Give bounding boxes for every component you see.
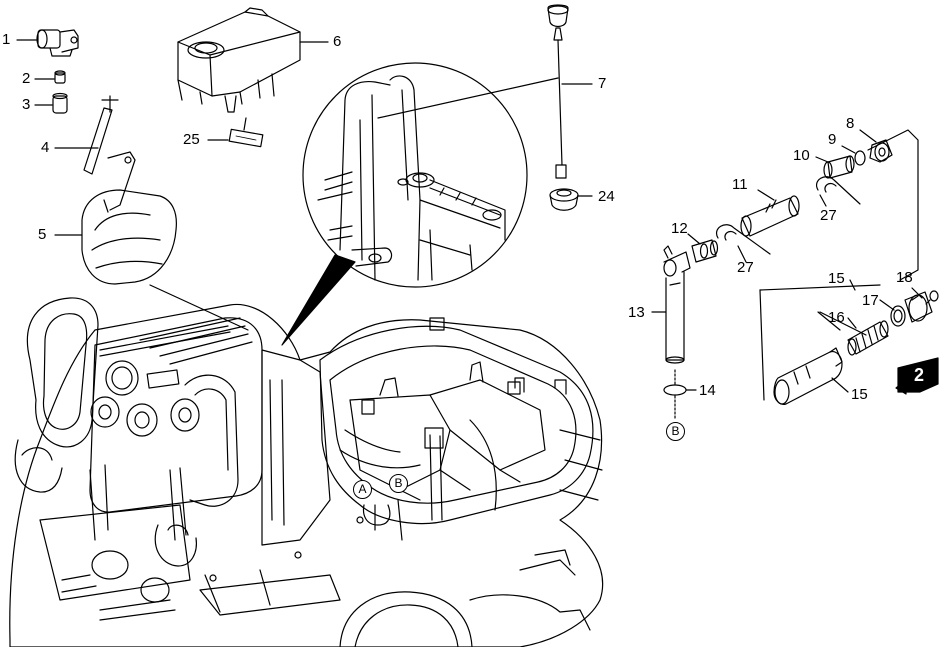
- leader-17: [879, 299, 895, 311]
- callout-9[interactable]: 9: [828, 131, 837, 148]
- leader-18: [911, 287, 923, 299]
- part-13-elbow-tube: [663, 245, 691, 364]
- callout-1[interactable]: 1: [2, 31, 11, 48]
- connection-marker-b-tube: B: [666, 422, 685, 441]
- detail-zoom-circle: [281, 62, 528, 346]
- part-15-filter-housing: [773, 347, 843, 405]
- callout-2[interactable]: 2: [22, 70, 31, 87]
- leader-27a: [819, 194, 827, 207]
- part-16-filter-element: [847, 320, 889, 356]
- part-5-hood-cover: [81, 189, 249, 331]
- part-4-lever: [83, 95, 136, 211]
- callout-27-upper[interactable]: 27: [820, 207, 837, 224]
- callout-15-top[interactable]: 15: [828, 270, 845, 287]
- connection-marker-a: A: [353, 480, 372, 499]
- leader-11: [757, 189, 775, 201]
- callout-16[interactable]: 16: [828, 309, 845, 326]
- callout-7[interactable]: 7: [598, 75, 607, 92]
- leader-8: [859, 129, 877, 143]
- callout-17[interactable]: 17: [862, 292, 879, 309]
- leader-27b: [737, 245, 747, 263]
- leader-15: [831, 279, 856, 393]
- leader-10: [815, 156, 829, 163]
- leader-7-inner: [377, 77, 559, 119]
- callout-11[interactable]: 11: [732, 176, 748, 193]
- leader-12: [687, 233, 701, 245]
- part-14-washer: [663, 369, 687, 421]
- callout-8[interactable]: 8: [846, 115, 855, 132]
- part-25-label: [228, 117, 264, 148]
- part-18-cap: [904, 290, 939, 323]
- leader-16: [847, 317, 857, 329]
- callout-13[interactable]: 13: [628, 304, 645, 321]
- part-7-dipstick: [377, 4, 569, 179]
- part-6-tank-lid: [177, 7, 301, 113]
- callout-12[interactable]: 12: [671, 220, 688, 237]
- group-number-badge: 2: [913, 365, 924, 385]
- part-24-seal: [549, 188, 579, 211]
- part-17-oring: [890, 305, 906, 327]
- part-2-cap: [54, 70, 66, 84]
- part-11-hose: [740, 195, 800, 237]
- callout-3[interactable]: 3: [22, 96, 31, 113]
- leader-9: [841, 145, 856, 154]
- callout-25[interactable]: 25: [183, 131, 200, 148]
- group-bracket-upper: [867, 129, 919, 281]
- callout-18[interactable]: 18: [896, 269, 913, 286]
- callout-14[interactable]: 14: [699, 382, 716, 399]
- part-27b-clip: [716, 224, 771, 255]
- callout-5[interactable]: 5: [38, 226, 47, 243]
- machine-body: [9, 297, 604, 647]
- part-27a-clip: [816, 176, 861, 205]
- part-9-oring: [854, 150, 866, 166]
- part-10-fitting: [823, 155, 855, 179]
- callout-6[interactable]: 6: [333, 33, 342, 50]
- callout-10[interactable]: 10: [793, 147, 810, 164]
- callout-15-bottom[interactable]: 15: [851, 386, 868, 403]
- part-3-filter: [52, 92, 68, 114]
- callout-24[interactable]: 24: [598, 188, 615, 205]
- callout-4[interactable]: 4: [41, 139, 50, 156]
- part-8-nut: [869, 139, 893, 163]
- group-bracket-lower: [759, 284, 881, 401]
- connection-marker-b-body: B: [389, 474, 408, 493]
- group-2-badge-shape: [895, 357, 939, 395]
- part-12-connector: [691, 239, 719, 263]
- part-1-float-switch: [36, 29, 79, 57]
- callout-27-lower[interactable]: 27: [737, 259, 754, 276]
